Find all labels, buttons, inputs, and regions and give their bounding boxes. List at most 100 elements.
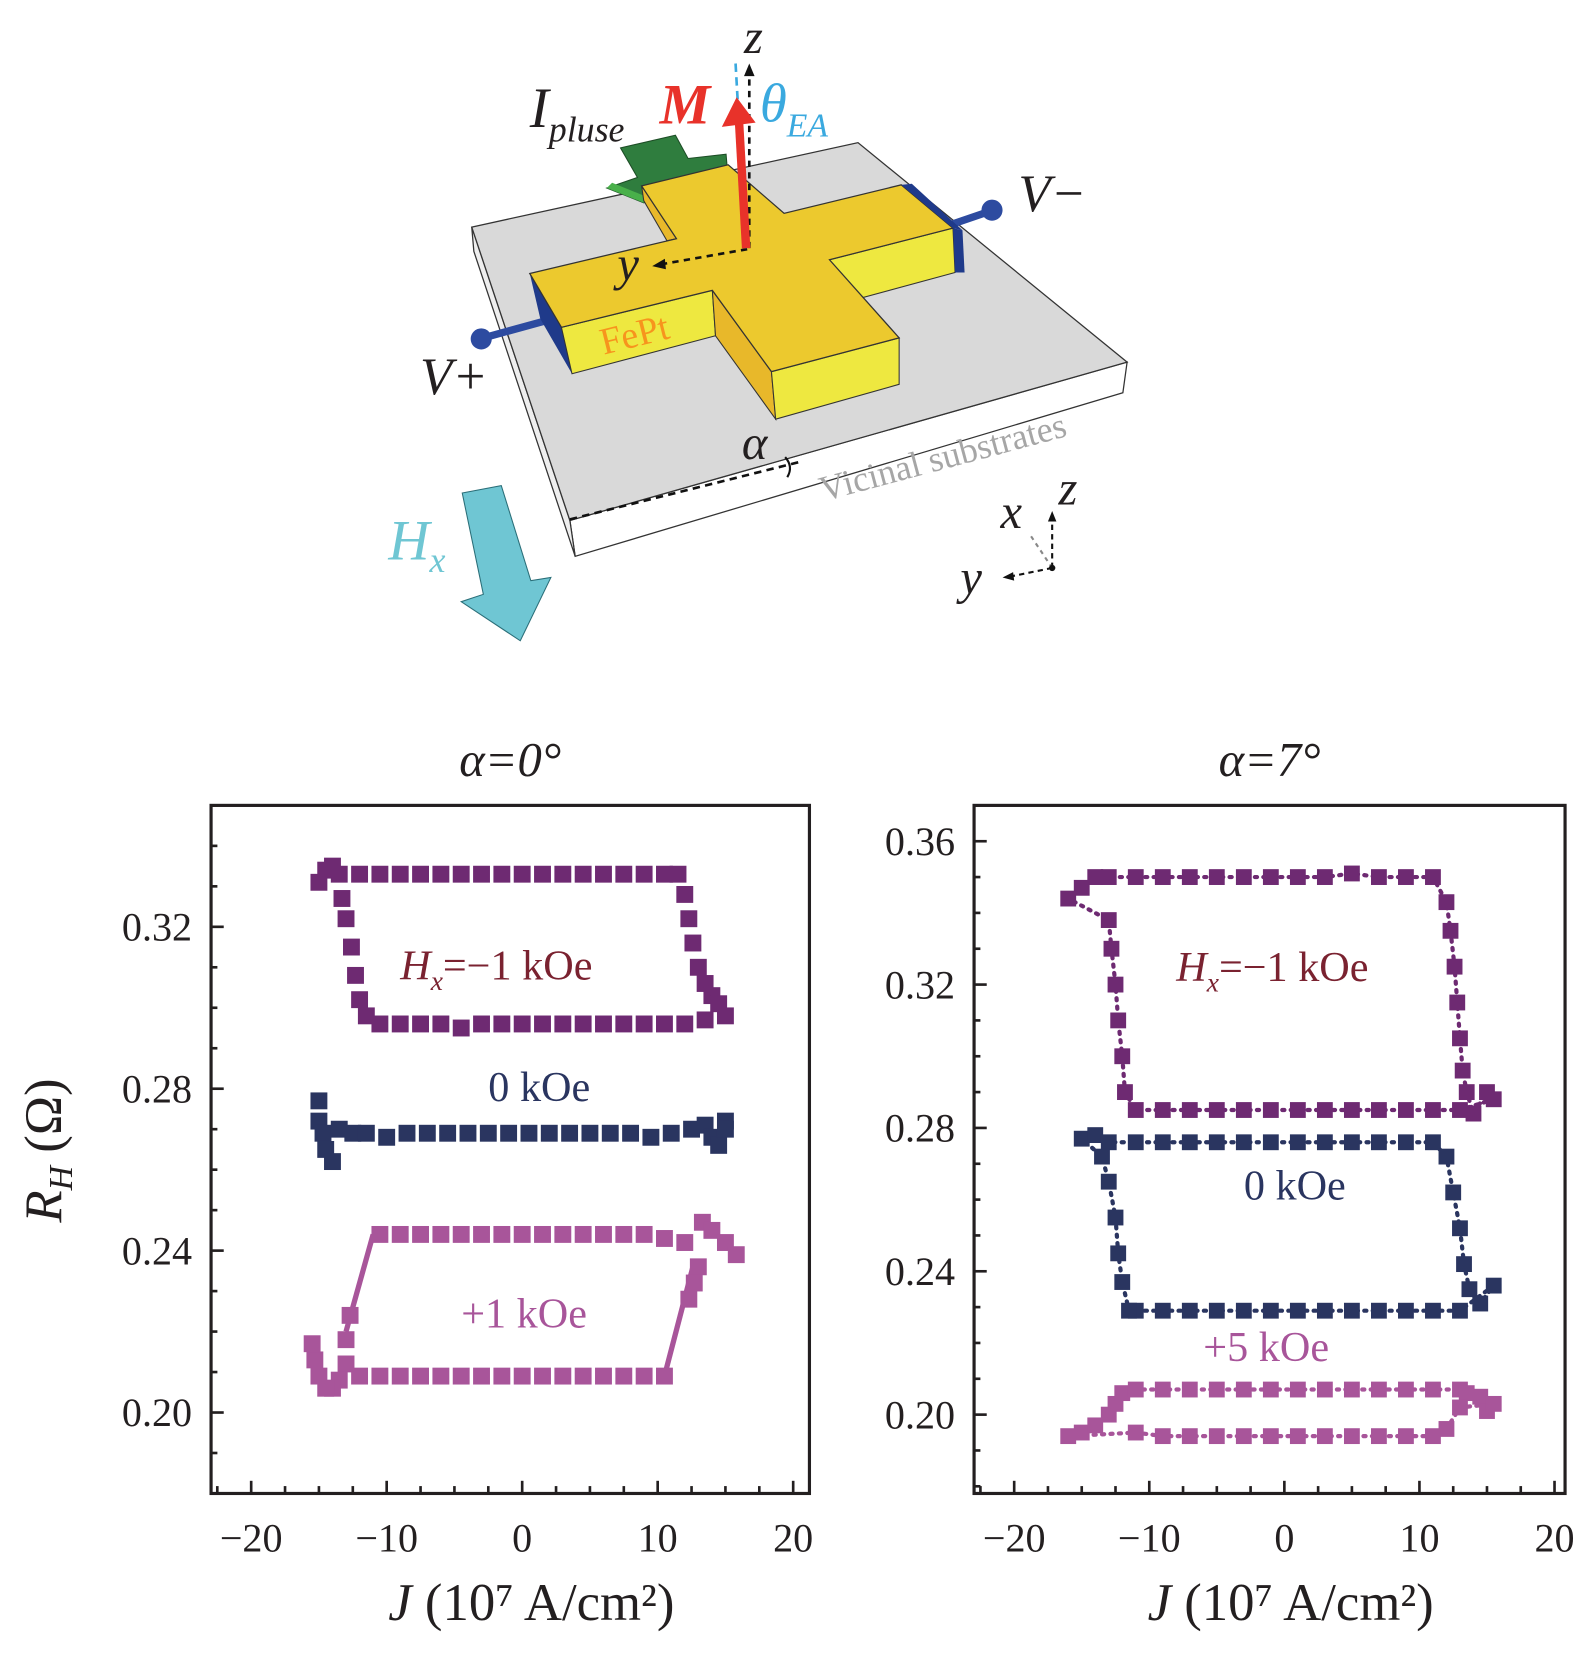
data-point (1235, 1302, 1252, 1319)
data-point (1127, 869, 1144, 885)
data-point (1208, 1134, 1225, 1151)
x-label-unit: (10⁷ A/cm²) (412, 1574, 675, 1632)
series-label: 0 kOe (488, 1064, 590, 1111)
data-point (1181, 1428, 1198, 1445)
data-point (615, 865, 633, 883)
data-point (1425, 1102, 1441, 1118)
data-point (1425, 1302, 1441, 1319)
data-point (656, 1015, 673, 1033)
label-rest: +1 kOe (461, 1291, 587, 1338)
x-axis-label: J (10⁷ A/cm²) (388, 1574, 674, 1632)
data-point (635, 1015, 653, 1033)
i-symbol: I (529, 77, 552, 140)
data-point (391, 865, 409, 883)
data-point (347, 966, 364, 984)
data-point (459, 1124, 477, 1142)
data-point (452, 865, 470, 883)
data-point (534, 1015, 551, 1033)
lab-x-label: x (999, 486, 1022, 539)
data-point (493, 1225, 511, 1243)
series-connector (1066, 871, 1498, 1119)
data-point (1465, 1105, 1482, 1122)
data-point (1485, 1395, 1502, 1412)
device-diagram: Vicinal substrates α FePt (387, 11, 1129, 642)
data-point (622, 1124, 640, 1142)
data-point (412, 1367, 429, 1385)
series--5-koe (1060, 1381, 1502, 1445)
data-point (689, 958, 707, 976)
data-point (343, 938, 360, 956)
data-point (520, 1124, 538, 1142)
data-point (1438, 1148, 1455, 1165)
data-point (1181, 1381, 1198, 1398)
v-minus-label: V− (1018, 165, 1086, 223)
data-point (1472, 1388, 1489, 1405)
y-label-unit: (Ω) (15, 1078, 73, 1166)
data-point (1425, 869, 1441, 885)
data-point (534, 865, 551, 883)
data-point (371, 1225, 389, 1243)
label-rest: 0 kOe (488, 1064, 590, 1111)
data-point (513, 1015, 531, 1033)
data-point (1117, 1084, 1133, 1101)
data-point (615, 1225, 633, 1243)
data-point (452, 1225, 470, 1243)
data-point (314, 1124, 332, 1142)
data-point (1425, 1381, 1441, 1398)
y-axis-label: RH (Ω) (15, 1078, 80, 1223)
data-point (635, 1225, 653, 1243)
data-point (676, 885, 694, 903)
data-point (1235, 1381, 1252, 1398)
data-point (1107, 976, 1124, 993)
series-label: Hx=−1 kOe (1175, 944, 1368, 998)
label-rest: =−1 kOe (443, 942, 593, 989)
data-point (337, 910, 355, 928)
data-point (1262, 1381, 1279, 1398)
data-point (1371, 1428, 1387, 1445)
data-point (574, 1367, 592, 1385)
data-point (1208, 869, 1225, 885)
series-label: Hx=−1 kOe (399, 942, 592, 996)
data-point (1060, 1428, 1077, 1445)
data-point (1154, 1134, 1171, 1151)
data-point (1073, 1424, 1090, 1441)
magnetization-arrowhead (721, 97, 756, 127)
data-point (1208, 1428, 1225, 1445)
data-point (656, 1367, 673, 1385)
data-point (1343, 1102, 1360, 1118)
data-point (452, 1019, 470, 1037)
data-point (1181, 1102, 1198, 1118)
data-point (452, 1367, 470, 1385)
data-point (493, 1015, 511, 1033)
data-point (1456, 1256, 1472, 1273)
data-point (1446, 958, 1463, 975)
alpha-label: α (742, 417, 769, 470)
lab-y-label: y (955, 551, 982, 604)
data-point (1398, 1428, 1414, 1445)
data-point (1087, 1127, 1104, 1144)
data-point (1154, 869, 1171, 885)
series-label: +1 kOe (461, 1291, 587, 1338)
label-sub: x (430, 966, 443, 996)
data-point (581, 1124, 599, 1142)
data-point (1208, 1302, 1225, 1319)
data-point (1060, 890, 1077, 907)
data-point (439, 1124, 457, 1142)
data-point (1114, 1385, 1131, 1402)
data-point (1073, 879, 1090, 896)
data-point (1114, 1274, 1131, 1290)
data-point (1114, 1048, 1131, 1065)
data-point (351, 991, 369, 1009)
data-point (1452, 1302, 1468, 1319)
data-point (1100, 1134, 1117, 1151)
data-point (357, 1007, 375, 1025)
data-point (371, 1015, 389, 1033)
x-tick-label: 0 (1274, 1516, 1294, 1561)
series-hx-1-koe (1060, 865, 1502, 1122)
m-label: M (659, 74, 713, 137)
data-point (1289, 1134, 1306, 1151)
data-point (1289, 1302, 1306, 1319)
data-point (1289, 1428, 1306, 1445)
data-point (1316, 1381, 1333, 1398)
